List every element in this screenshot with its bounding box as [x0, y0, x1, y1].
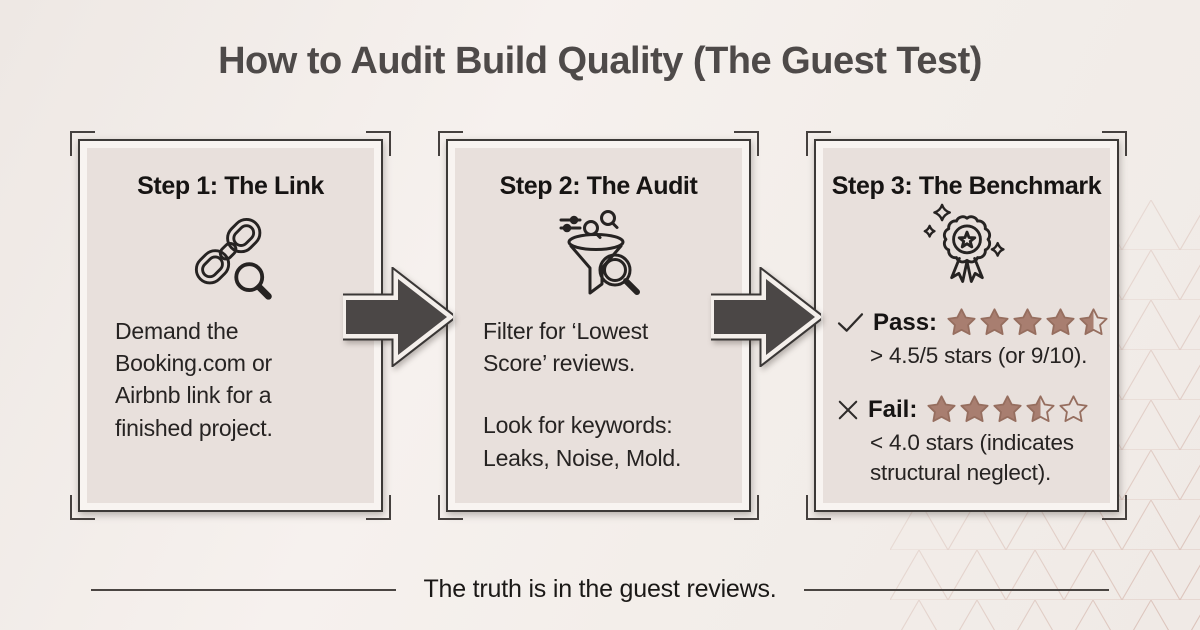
- star-icon: [1079, 308, 1108, 336]
- funnel-filter-magnifier-icon: [559, 210, 640, 295]
- x-icon: [838, 400, 858, 420]
- star-icon: [1013, 308, 1042, 336]
- step-card-3: Step 3: The Benchmark: [806, 131, 1127, 520]
- corner-bracket: [734, 495, 759, 520]
- step-card-1-body: Step 1: The Link: [87, 148, 374, 503]
- chain-link-magnifier-icon: [194, 217, 272, 300]
- corner-bracket: [366, 495, 391, 520]
- corner-bracket: [438, 495, 463, 520]
- corner-bracket: [438, 131, 463, 156]
- pass-star-rating: [946, 307, 1109, 338]
- step-2-title: Step 2: The Audit: [499, 172, 698, 200]
- corner-bracket: [1102, 131, 1127, 156]
- step-2-text-1: Filter for ‘Lowest Score’ reviews.: [483, 318, 649, 377]
- corner-bracket: [734, 131, 759, 156]
- star-icon: [980, 308, 1009, 336]
- arrow-right-icon: [343, 267, 453, 367]
- fail-row: Fail:: [837, 394, 1110, 425]
- step-card-3-body: Step 3: The Benchmark: [823, 148, 1110, 503]
- step-2-text-2: Look for keywords: Leaks, Noise, Mold.: [483, 412, 682, 471]
- corner-bracket: [1102, 495, 1127, 520]
- step-card-2-body: Step 2: The Audit Filte: [455, 148, 742, 503]
- pass-row: Pass:: [837, 307, 1110, 338]
- corner-bracket: [70, 495, 95, 520]
- star-icon: [993, 395, 1022, 423]
- page-title: How to Audit Build Quality (The Guest Te…: [218, 40, 982, 82]
- step-card-1: Step 1: The Link: [70, 131, 391, 520]
- star-icon: [960, 395, 989, 423]
- check-icon: [837, 313, 864, 332]
- corner-bracket: [806, 131, 831, 156]
- pass-note: > 4.5/5 stars (or 9/10).: [870, 343, 1088, 368]
- step-1-title: Step 1: The Link: [137, 172, 324, 200]
- corner-bracket: [366, 131, 391, 156]
- fail-label: Fail:: [868, 395, 918, 423]
- footer-tagline: The truth is in the guest reviews.: [423, 575, 777, 603]
- footer-divider-left: [91, 588, 397, 591]
- footer-divider-right: [803, 588, 1109, 591]
- pass-label: Pass:: [873, 308, 938, 336]
- corner-bracket: [70, 131, 95, 156]
- step-3-title: Step 3: The Benchmark: [831, 172, 1102, 200]
- award-rosette-icon: [923, 203, 1005, 283]
- step-1-text: Demand the Booking.com or Airbnb link fo…: [115, 318, 273, 441]
- step-card-2: Step 2: The Audit Filte: [438, 131, 759, 520]
- star-icon: [1046, 308, 1075, 336]
- star-icon: [1059, 395, 1088, 423]
- corner-bracket: [806, 495, 831, 520]
- arrow-right-icon: [711, 267, 821, 367]
- star-icon: [1026, 395, 1055, 423]
- fail-note: < 4.0 stars (indicates structural neglec…: [870, 430, 1074, 485]
- fail-star-rating: [926, 394, 1089, 425]
- star-icon: [927, 395, 956, 423]
- footer: The truth is in the guest reviews.: [0, 575, 1200, 604]
- star-icon: [947, 308, 976, 336]
